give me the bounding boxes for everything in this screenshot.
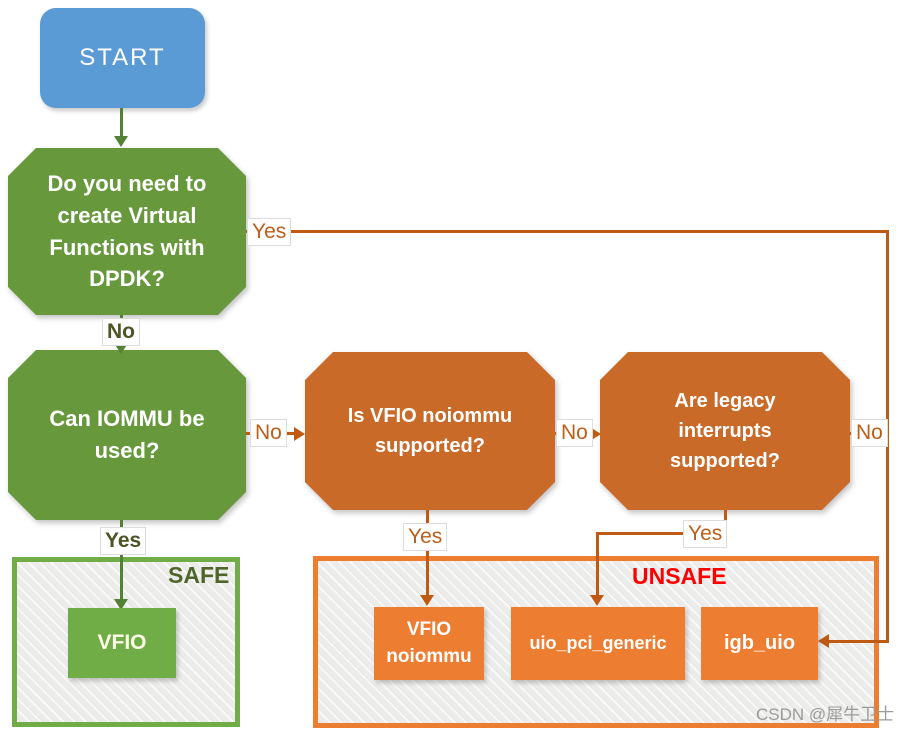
connector-iommu-no-arrowhead (294, 427, 305, 441)
question-iommu-label: Can IOMMU be used? (49, 406, 205, 463)
connector-noiommu-no-arrowhead (590, 427, 601, 441)
connector-noiommu-yes-line (426, 510, 429, 598)
uio-pci-generic-node: uio_pci_generic (511, 607, 685, 680)
connector-rail-to-igbuio-arrowhead (818, 634, 829, 648)
connector-noiommu-yes-arrowhead (420, 595, 434, 606)
question-vf-node: Do you need to create Virtual Functions … (8, 148, 246, 315)
connector-start-to-vf-arrowhead (114, 136, 128, 147)
edge-label-legacy-no: No (851, 419, 888, 447)
vfio-node-label: VFIO (97, 631, 147, 654)
edge-label-iommu-yes: Yes (100, 527, 147, 555)
start-node-label: START (79, 44, 166, 71)
edge-label-noiommu-yes: Yes (403, 523, 448, 551)
connector-start-to-vf-line (120, 108, 123, 138)
start-node: START (40, 8, 205, 108)
unsafe-group-label: UNSAFE (632, 563, 727, 589)
connector-iommu-yes-arrowhead (114, 599, 128, 610)
question-noiommu-label: Is VFIO noiommu supported? (347, 405, 513, 457)
connector-legacy-yes-vline2 (596, 532, 599, 598)
edge-label-iommu-no: No (250, 419, 287, 447)
edge-label-legacy-yes: Yes (683, 520, 728, 548)
connector-rail-to-igbuio-line (828, 640, 889, 643)
edge-label-vf-no: No (102, 318, 140, 346)
uio-pci-generic-node-label: uio_pci_generic (529, 633, 667, 653)
watermark-text: CSDN @犀牛卫士 (756, 705, 895, 724)
question-legacy-node: Are legacy interrupts supported? (600, 352, 850, 510)
question-noiommu-node: Is VFIO noiommu supported? (305, 352, 555, 510)
question-iommu-node: Can IOMMU be used? (8, 350, 246, 520)
edge-label-vf-yes: Yes (247, 218, 292, 246)
connector-vf-yes-hline (246, 230, 889, 233)
vfio-node: VFIO (68, 608, 176, 678)
connector-iommu-yes-line (120, 520, 123, 602)
edge-label-noiommu-no: No (556, 419, 593, 447)
connector-vf-no-arrowhead (114, 343, 128, 354)
question-vf-label: Do you need to create Virtual Functions … (47, 170, 207, 292)
connector-legacy-yes-hline (596, 532, 727, 535)
vfio-noiommu-node: VFIO noiommu (374, 607, 484, 680)
safe-group-label: SAFE (168, 562, 230, 588)
vfio-noiommu-node-label: VFIO noiommu (386, 618, 472, 667)
igb-uio-node: igb_uio (701, 607, 818, 680)
question-legacy-label: Are legacy interrupts supported? (670, 390, 780, 472)
igb-uio-node-label: igb_uio (723, 632, 796, 654)
connector-legacy-yes-arrowhead (590, 595, 604, 606)
